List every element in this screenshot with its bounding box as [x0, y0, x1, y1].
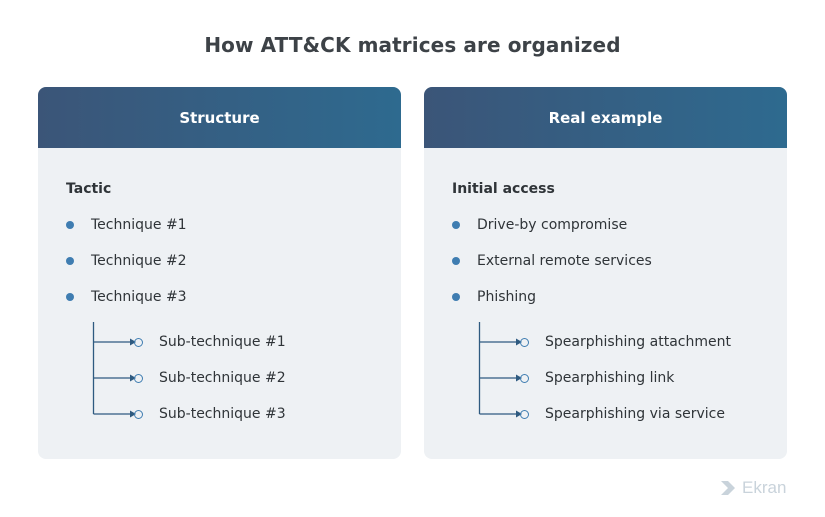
sub-technique-label: Spearphishing attachment	[545, 334, 731, 350]
ekran-logo-text: Ekran	[742, 478, 787, 497]
tactic-label: Tactic	[66, 181, 112, 197]
real-example-card: Real example	[424, 87, 787, 459]
bullet-ring	[134, 409, 143, 419]
bullet-dot	[66, 293, 74, 301]
sub-technique-item: Sub-technique #1	[134, 334, 286, 350]
ekran-logo: Ekran	[718, 478, 786, 498]
structure-card: Structure	[38, 87, 401, 459]
sub-technique-label: Spearphishing link	[545, 370, 675, 386]
technique-label: Phishing	[477, 289, 537, 305]
bullet-ring	[520, 373, 529, 383]
bullet-ring	[134, 337, 143, 347]
technique-item: External remote services	[452, 253, 652, 269]
technique-label: Technique #3	[91, 289, 187, 305]
real-example-card-content: Initial access Drive-by compromise Exter…	[424, 87, 787, 459]
diagram-title: How ATT&CK matrices are organized	[204, 33, 621, 57]
sub-technique-item: Spearphishing attachment	[520, 334, 731, 350]
tactic-label: Initial access	[452, 181, 555, 197]
real-example-card-header: Real example	[424, 87, 787, 148]
sub-technique-label: Sub-technique #1	[159, 334, 286, 350]
sub-technique-item: Spearphishing via service	[520, 406, 725, 422]
sub-technique-connector	[92, 322, 136, 418]
technique-item: Phishing	[452, 289, 536, 305]
technique-item: Drive-by compromise	[452, 217, 627, 233]
structure-card-content: Tactic Technique #1 Technique #2 Techniq…	[38, 87, 401, 459]
bullet-dot	[452, 257, 460, 265]
bullet-ring	[134, 373, 143, 383]
structure-card-header: Structure	[38, 87, 401, 148]
bullet-dot	[452, 221, 460, 229]
technique-label: External remote services	[477, 253, 652, 269]
technique-label: Technique #2	[91, 253, 187, 269]
technique-label: Drive-by compromise	[477, 217, 628, 233]
bullet-dot	[66, 221, 74, 229]
bullet-dot	[66, 257, 74, 265]
technique-item: Technique #1	[66, 217, 187, 233]
bullet-dot	[452, 293, 460, 301]
technique-item: Technique #3	[66, 289, 187, 305]
technique-item: Technique #2	[66, 253, 187, 269]
bullet-ring	[520, 409, 529, 419]
sub-technique-connector	[478, 322, 522, 418]
sub-technique-item: Sub-technique #2	[134, 370, 286, 386]
technique-label: Technique #1	[91, 217, 187, 233]
sub-technique-item: Sub-technique #3	[134, 406, 286, 422]
sub-technique-item: Spearphishing link	[520, 370, 674, 386]
sub-technique-label: Sub-technique #2	[159, 370, 286, 386]
bullet-ring	[520, 337, 529, 347]
sub-technique-label: Spearphishing via service	[545, 406, 725, 422]
sub-technique-label: Sub-technique #3	[159, 406, 286, 422]
ekran-logo-icon	[721, 481, 735, 495]
